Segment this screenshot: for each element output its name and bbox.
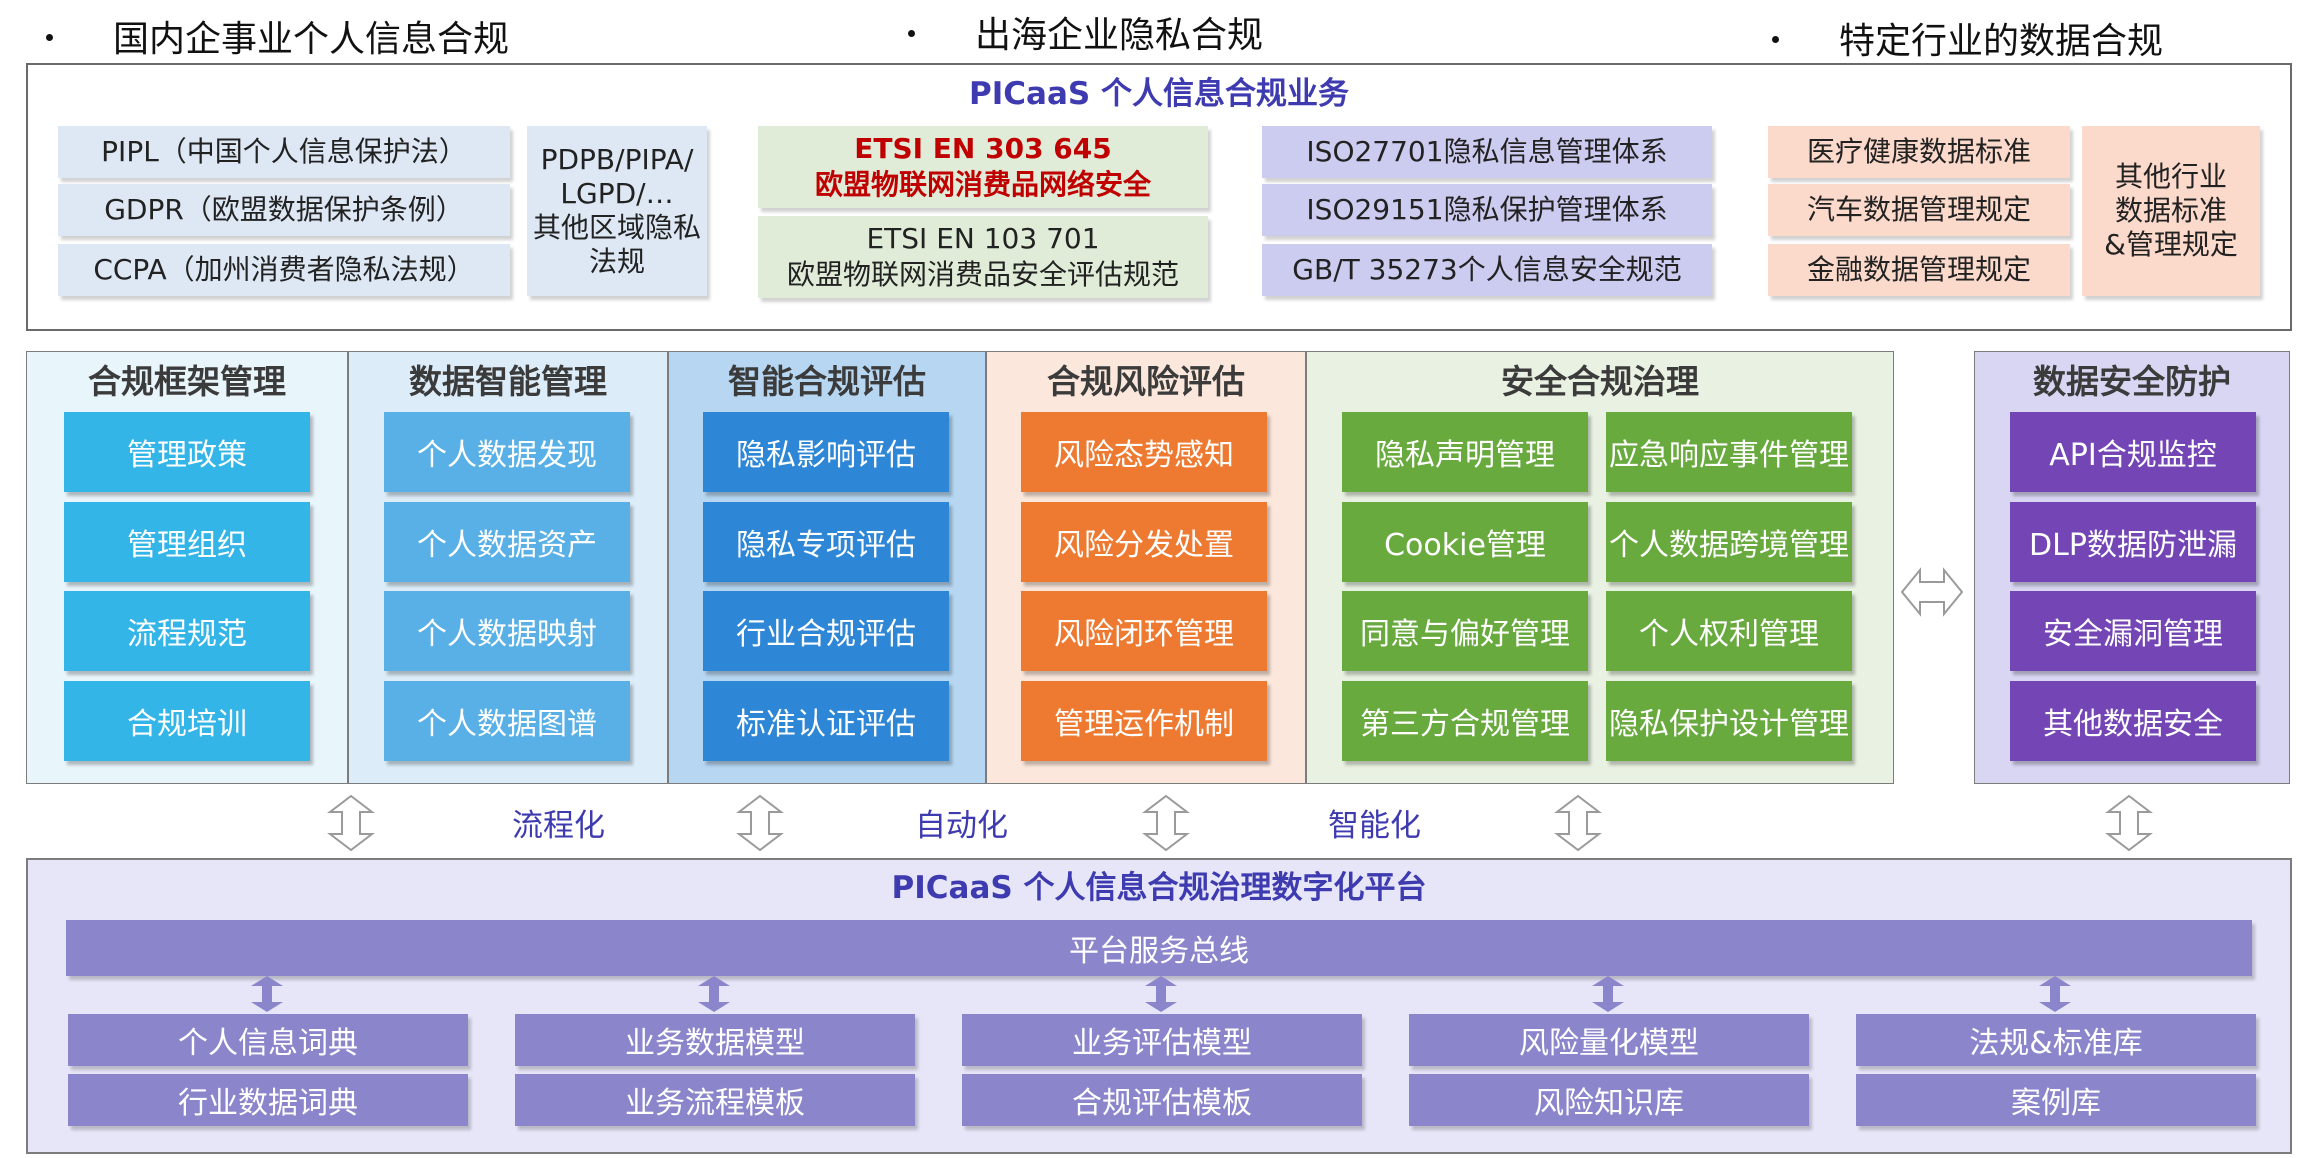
cell-cross-border: 个人数据跨境管理 <box>1606 502 1852 582</box>
column-risk-assess-title: 合规风险评估 <box>1047 362 1245 401</box>
double-arrow-icon <box>1900 567 1964 617</box>
cell-privacy-statement: 隐私声明管理 <box>1342 412 1588 492</box>
cell-third-party: 第三方合规管理 <box>1342 681 1588 761</box>
module-business-process-template: 业务流程模板 <box>515 1074 915 1126</box>
module-regulation-library: 法规&标准库 <box>1856 1014 2256 1066</box>
iso-29151: ISO29151隐私保护管理体系 <box>1262 184 1712 236</box>
cell-process-spec: 流程规范 <box>64 591 310 671</box>
bullet-industry: 特定行业的数据合规 <box>1772 12 2163 64</box>
cell-privacy-special: 隐私专项评估 <box>703 502 949 582</box>
regulation-gdpr: GDPR（欧盟数据保护条例） <box>58 184 510 236</box>
bullet-domestic: 国内企事业个人信息合规 <box>46 10 509 62</box>
column-data-security-title: 数据安全防护 <box>2033 362 2231 401</box>
cell-dlp: DLP数据防泄漏 <box>2010 502 2256 582</box>
bullet-dot <box>1772 35 1779 43</box>
bullet-overseas: 出海企业隐私合规 <box>908 6 1263 58</box>
iso-27701: ISO27701隐私信息管理体系 <box>1262 126 1712 178</box>
cell-data-asset: 个人数据资产 <box>384 502 630 582</box>
cell-standard-cert: 标准认证评估 <box>703 681 949 761</box>
cell-consent: 同意与偏好管理 <box>1342 591 1588 671</box>
module-risk-quant-model: 风险量化模型 <box>1409 1014 1809 1066</box>
cell-industry-assess: 行业合规评估 <box>703 591 949 671</box>
label-process: 流程化 <box>512 808 605 844</box>
cell-data-discovery: 个人数据发现 <box>384 412 630 492</box>
connector-arrow-icon <box>1592 976 1624 1012</box>
cell-data-graph: 个人数据图谱 <box>384 681 630 761</box>
connector-arrow-icon <box>698 976 730 1012</box>
cell-cookie: Cookie管理 <box>1342 502 1588 582</box>
cell-privacy-impact: 隐私影响评估 <box>703 412 949 492</box>
etsi-303-645: ETSI EN 303 645 欧盟物联网消费品网络安全 <box>758 126 1208 208</box>
platform-service-bus: 平台服务总线 <box>66 920 2252 976</box>
digital-platform-title: PICaaS 个人信息合规治理数字化平台 <box>891 869 1427 906</box>
cell-operation-mechanism: 管理运作机制 <box>1021 681 1267 761</box>
regulation-ccpa: CCPA（加州消费者隐私法规） <box>58 244 510 296</box>
vertical-arrow-icon <box>327 794 375 852</box>
column-data-intel-title: 数据智能管理 <box>409 362 607 401</box>
bullet-dot <box>46 33 53 41</box>
industry-other: 其他行业 数据标准 &管理规定 <box>2082 126 2260 296</box>
connector-arrow-icon <box>1145 976 1177 1012</box>
module-industry-dictionary: 行业数据词典 <box>68 1074 468 1126</box>
cell-privacy-by-design: 隐私保护设计管理 <box>1606 681 1852 761</box>
gbt-35273: GB/T 35273个人信息安全规范 <box>1262 244 1712 296</box>
industry-auto: 汽车数据管理规定 <box>1768 184 2070 236</box>
cell-compliance-training: 合规培训 <box>64 681 310 761</box>
cell-other-security: 其他数据安全 <box>2010 681 2256 761</box>
cell-api-monitor: API合规监控 <box>2010 412 2256 492</box>
cell-emergency-response: 应急响应事件管理 <box>1606 412 1852 492</box>
module-personal-dictionary: 个人信息词典 <box>68 1014 468 1066</box>
column-smart-assess-title: 智能合规评估 <box>728 362 926 401</box>
cell-data-mapping: 个人数据映射 <box>384 591 630 671</box>
module-business-data-model: 业务数据模型 <box>515 1014 915 1066</box>
cell-risk-dispatch: 风险分发处置 <box>1021 502 1267 582</box>
vertical-arrow-icon <box>736 794 784 852</box>
cell-risk-awareness: 风险态势感知 <box>1021 412 1267 492</box>
regulation-other-regions: PDPB/PIPA/ LGPD/… 其他区域隐私 法规 <box>527 126 707 296</box>
column-security-governance-title: 安全合规治理 <box>1501 362 1699 401</box>
regulation-pipl: PIPL（中国个人信息保护法） <box>58 126 510 178</box>
connector-arrow-icon <box>251 976 283 1012</box>
industry-medical: 医疗健康数据标准 <box>1768 126 2070 178</box>
vertical-arrow-icon <box>1554 794 1602 852</box>
cell-risk-closed-loop: 风险闭环管理 <box>1021 591 1267 671</box>
etsi-103-701: ETSI EN 103 701 欧盟物联网消费品安全评估规范 <box>758 216 1208 298</box>
column-framework-title: 合规框架管理 <box>88 362 286 401</box>
module-risk-knowledge: 风险知识库 <box>1409 1074 1809 1126</box>
vertical-arrow-icon <box>2105 794 2153 852</box>
connector-arrow-icon <box>2039 976 2071 1012</box>
module-case-library: 案例库 <box>1856 1074 2256 1126</box>
cell-vuln-mgmt: 安全漏洞管理 <box>2010 591 2256 671</box>
industry-finance: 金融数据管理规定 <box>1768 244 2070 296</box>
cell-management-org: 管理组织 <box>64 502 310 582</box>
module-business-assess-model: 业务评估模型 <box>962 1014 1362 1066</box>
vertical-arrow-icon <box>1142 794 1190 852</box>
compliance-business-title: PICaaS 个人信息合规业务 <box>969 75 1349 112</box>
bullet-dot <box>908 29 915 37</box>
cell-personal-rights: 个人权利管理 <box>1606 591 1852 671</box>
module-compliance-assess-template: 合规评估模板 <box>962 1074 1362 1126</box>
cell-management-policy: 管理政策 <box>64 412 310 492</box>
label-intelligence: 智能化 <box>1328 808 1421 844</box>
label-automation: 自动化 <box>915 808 1008 844</box>
